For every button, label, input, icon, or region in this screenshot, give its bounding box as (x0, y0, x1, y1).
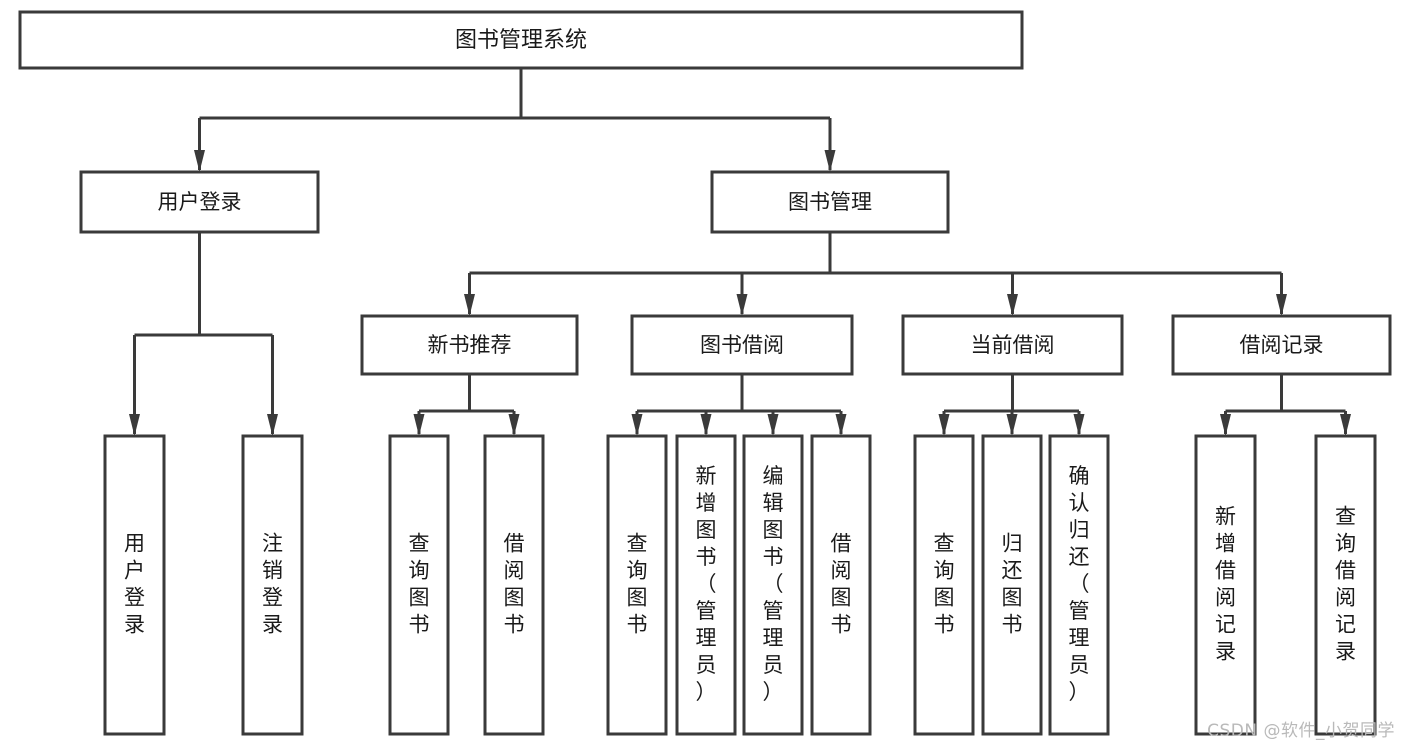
node-label: 查询图书 (409, 532, 430, 637)
node-leaf-edit-book[interactable]: 编辑图书（管理员） (742, 434, 804, 736)
node-box (675, 434, 737, 736)
arrow-head-icon (736, 294, 748, 316)
node-box (810, 434, 872, 736)
node-box (901, 314, 1124, 376)
node-label: 查询图书 (934, 532, 955, 637)
arrow-head-icon (1006, 414, 1018, 436)
node-book-borrow[interactable]: 图书借阅 (630, 314, 854, 376)
node-label: 借阅记录 (1240, 333, 1324, 357)
node-layer: 图书管理系统用户登录图书管理新书推荐图书借阅当前借阅借阅记录用户登录注销登录查询… (18, 10, 1392, 736)
arrow-head-icon (194, 150, 205, 172)
arrow-head-icon (767, 414, 779, 436)
arrow-head-icon (1340, 414, 1351, 436)
node-leaf-confirm-return[interactable]: 确认归还（管理员） (1048, 434, 1110, 736)
node-new-book-rec[interactable]: 新书推荐 (360, 314, 579, 376)
watermark-label: CSDN @软件_小贺同学 (1207, 721, 1395, 741)
arrow-head-icon (1220, 414, 1231, 436)
node-label: 借阅图书 (831, 532, 852, 637)
arrow-head-icon (938, 414, 950, 436)
arrow-head-icon (1276, 294, 1287, 316)
node-box (360, 314, 579, 376)
node-current-borrow[interactable]: 当前借阅 (901, 314, 1124, 376)
node-label: 用户登录 (124, 532, 145, 637)
node-box (483, 434, 545, 736)
node-leaf-add-book[interactable]: 新增图书（管理员） (675, 434, 737, 736)
node-leaf-query-book-3[interactable]: 查询图书 (913, 434, 975, 736)
node-label: 借阅图书 (504, 532, 525, 637)
node-leaf-add-record[interactable]: 新增借阅记录 (1194, 434, 1257, 736)
arrow-head-icon (267, 414, 278, 436)
node-box (18, 10, 1024, 70)
arrow-head-icon (824, 150, 836, 172)
node-box (79, 170, 320, 234)
node-book-manage[interactable]: 图书管理 (710, 170, 950, 234)
node-box (103, 434, 166, 736)
node-label: 归还图书 (1002, 532, 1023, 637)
arrow-head-icon (413, 414, 425, 436)
node-leaf-query-book-2[interactable]: 查询图书 (606, 434, 668, 736)
node-box (606, 434, 668, 736)
node-box (388, 434, 450, 736)
node-leaf-borrow-book-1[interactable]: 借阅图书 (483, 434, 545, 736)
arrow-head-icon (129, 414, 140, 436)
node-label: 注销登录 (262, 532, 283, 637)
node-leaf-borrow-book-2[interactable]: 借阅图书 (810, 434, 872, 736)
node-box (1194, 434, 1257, 736)
connector-layer (129, 68, 1351, 436)
node-user-login[interactable]: 用户登录 (79, 170, 320, 234)
node-label: 编辑图书（管理员） (763, 464, 784, 704)
node-leaf-return-book[interactable]: 归还图书 (981, 434, 1043, 736)
node-box (1171, 314, 1392, 376)
node-label: 图书管理 (788, 190, 872, 214)
node-box (913, 434, 975, 736)
node-label: 查询借阅记录 (1335, 505, 1356, 664)
arrow-head-icon (1073, 414, 1085, 436)
node-leaf-query-book-1[interactable]: 查询图书 (388, 434, 450, 736)
node-label: 确认归还（管理员） (1069, 464, 1090, 704)
node-root[interactable]: 图书管理系统 (18, 10, 1024, 70)
arrow-head-icon (631, 414, 643, 436)
arrow-head-icon (1007, 294, 1018, 316)
node-leaf-query-record[interactable]: 查询借阅记录 (1314, 434, 1377, 736)
node-label: 新增借阅记录 (1215, 505, 1236, 664)
node-label: 用户登录 (158, 190, 242, 214)
node-borrow-record[interactable]: 借阅记录 (1171, 314, 1392, 376)
arrow-head-icon (508, 414, 520, 436)
arrow-head-icon (835, 414, 847, 436)
arrow-head-icon (700, 414, 712, 436)
node-label: 新增图书（管理员） (696, 464, 717, 704)
node-label: 当前借阅 (971, 333, 1055, 357)
node-label: 图书管理系统 (455, 28, 587, 53)
node-box (1048, 434, 1110, 736)
node-label: 新书推荐 (428, 333, 512, 357)
arrow-head-icon (464, 294, 475, 316)
node-box (241, 434, 304, 736)
node-leaf-logout[interactable]: 注销登录 (241, 434, 304, 736)
node-label: 图书借阅 (700, 333, 784, 357)
node-box (981, 434, 1043, 736)
node-leaf-user-login[interactable]: 用户登录 (103, 434, 166, 736)
node-label: 查询图书 (627, 532, 648, 637)
node-box (1314, 434, 1377, 736)
node-box (710, 170, 950, 234)
node-box (742, 434, 804, 736)
node-box (630, 314, 854, 376)
